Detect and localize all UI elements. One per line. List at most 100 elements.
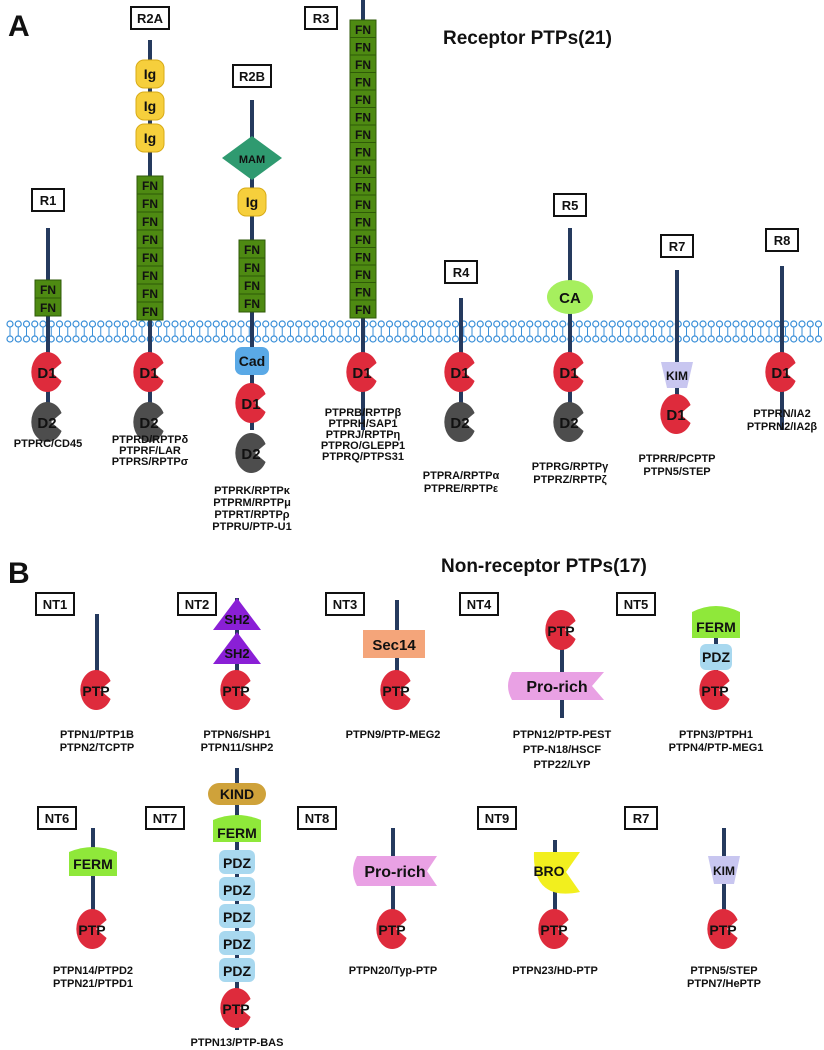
lipid-head	[212, 320, 220, 328]
lipid-head	[451, 335, 460, 343]
ptp-domain-label: PTP	[222, 1001, 249, 1017]
d2-domain	[444, 402, 475, 442]
lipid-head	[798, 320, 806, 328]
class-label-text: R1	[40, 193, 57, 208]
d2-domain-label: D2	[37, 415, 56, 432]
lipid-head	[476, 320, 484, 328]
pdz-domain-label: PDZ	[702, 649, 730, 665]
lipid-head	[649, 320, 658, 328]
class-label: NT5	[616, 592, 656, 616]
ferm-domain	[213, 815, 261, 842]
lipid-head	[484, 320, 493, 328]
pdz-domain	[219, 904, 255, 928]
protein-name: PTPN5/STEP	[643, 466, 710, 478]
d1-domain	[31, 352, 62, 393]
lipid-head	[427, 320, 435, 328]
lipid-head	[790, 320, 798, 328]
ptp-domain-label: PTP	[82, 683, 109, 699]
class-label-box	[660, 234, 694, 258]
class-label-box	[31, 188, 65, 212]
fn-domain-label: FN	[142, 197, 158, 211]
lipid-head	[196, 320, 204, 328]
fn-domain-label: FN	[355, 41, 371, 55]
d2-domain	[235, 433, 266, 474]
class-label-box	[624, 806, 658, 830]
class-label-text: R2A	[137, 11, 164, 26]
lipid-head	[666, 335, 674, 343]
lipid-head	[608, 335, 616, 343]
fn-domain-label: FN	[355, 146, 371, 160]
kim-domain-label: KIM	[666, 369, 688, 383]
lipid-head	[559, 320, 567, 328]
ca-domain-label: CA	[559, 290, 581, 307]
fn-domain	[238, 293, 266, 313]
lipid-head	[352, 335, 361, 343]
class-label-box	[304, 6, 338, 30]
class-label-text: NT3	[333, 597, 358, 612]
pdz-domain-label: PDZ	[223, 882, 251, 898]
lipid-head	[757, 320, 765, 328]
lipid-head	[616, 320, 625, 328]
lipid-head	[550, 320, 559, 328]
lipid-head	[724, 335, 732, 343]
lipid-head	[22, 335, 31, 343]
protein-name: PTPRN/IA2	[753, 408, 810, 420]
protein-name: PTPRS/RPTPσ	[112, 456, 189, 468]
ig-domain	[135, 91, 165, 121]
lipid-head	[476, 335, 484, 343]
d2-domain-label: D2	[450, 415, 469, 432]
lipid-head	[790, 335, 798, 343]
lipid-head	[534, 335, 542, 343]
kim-domain	[708, 856, 740, 884]
d2-domain-label: D2	[139, 415, 158, 432]
class-label: NT9	[477, 806, 517, 830]
lipid-head	[97, 335, 105, 343]
lipid-head	[187, 320, 196, 328]
panel-a-letter: A	[8, 10, 30, 43]
lipid-head	[237, 320, 245, 328]
lipid-head	[72, 320, 80, 328]
lipid-head	[80, 335, 88, 343]
lipid-head	[220, 335, 229, 343]
class-label-text: R5	[562, 198, 579, 213]
protein-name: PTPN1/PTP1B	[60, 729, 134, 741]
lipid-head	[196, 335, 204, 343]
lipid-head	[262, 320, 270, 328]
protein-name: PTPN20/Typ-PTP	[349, 965, 437, 977]
fn-domain-label: FN	[355, 93, 371, 107]
lipid-head	[484, 335, 493, 343]
pdz-domain-label: PDZ	[223, 963, 251, 979]
fn-domain-label: FN	[142, 305, 158, 319]
ptp-domain-label: PTP	[382, 683, 409, 699]
pro-rich-domain	[353, 856, 437, 886]
cadherin-like-domain	[235, 347, 269, 375]
nonreceptor-nt7: NT7KINDFERMPDZPDZPDZPDZPDZPTPPTPN13/PTP-…	[145, 768, 283, 1049]
lipid-head	[369, 335, 377, 343]
d1-domain-label: D1	[559, 365, 578, 382]
lipid-head	[55, 335, 64, 343]
lipid-head	[707, 335, 715, 343]
lipid-head	[39, 320, 47, 328]
fn-domain-label: FN	[355, 233, 371, 247]
class-label-text: R3	[313, 11, 330, 26]
d1-domain-label: D1	[139, 365, 158, 382]
lipid-head	[286, 335, 295, 343]
receptor-ptps-panel: R1FNFND1D2PTPRC/CD45R2AIgIgIgFNFNFNFNFNF…	[14, 0, 817, 533]
class-label: NT7	[145, 806, 185, 830]
fn-domain-label: FN	[142, 233, 158, 247]
lipid-head	[171, 335, 179, 343]
lipid-head	[154, 320, 163, 328]
protein-name: PTPRT/RPTPρ	[214, 509, 289, 521]
protein-name: PTPRJ/RPTPη	[326, 429, 401, 441]
class-label-text: NT5	[624, 597, 649, 612]
ferm-domain-label: FERM	[73, 856, 113, 872]
lipid-head	[319, 335, 328, 343]
lipid-head	[105, 335, 113, 343]
fn-domain-label: FN	[142, 215, 158, 229]
fn-domain-label: FN	[355, 23, 371, 37]
